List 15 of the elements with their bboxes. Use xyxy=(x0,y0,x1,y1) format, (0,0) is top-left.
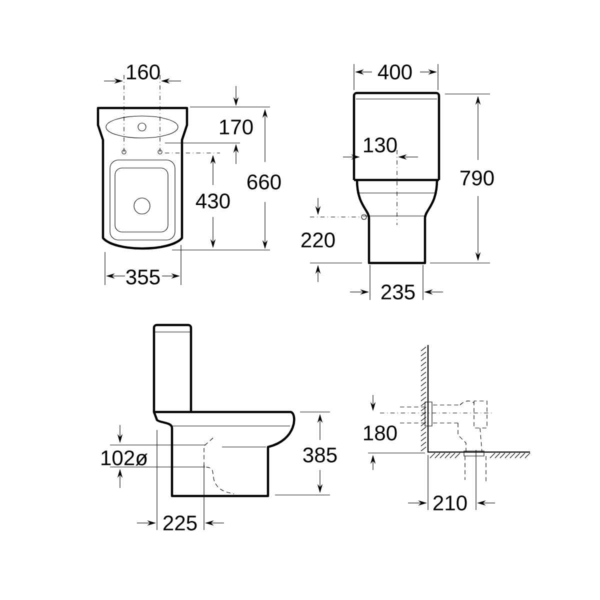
dimension-label: 170 xyxy=(220,120,253,134)
dimension-label: 790 xyxy=(460,170,494,186)
dimension-label: 225 xyxy=(163,516,197,530)
dimension-label: 160 xyxy=(127,64,160,80)
dimension-label: 102ø xyxy=(102,450,148,466)
dimension-label: 235 xyxy=(381,284,415,300)
dimension-label: 385 xyxy=(303,448,337,462)
dimension-label: 430 xyxy=(196,194,230,208)
dimension-label: 130 xyxy=(364,138,397,152)
dimension-label: 355 xyxy=(126,270,160,284)
dimension-label: 220 xyxy=(301,232,335,248)
dimension-label: 400 xyxy=(378,64,412,80)
dimension-label: 660 xyxy=(248,174,281,190)
dimension-label: 210 xyxy=(433,496,467,510)
dimension-label: 180 xyxy=(364,426,397,440)
